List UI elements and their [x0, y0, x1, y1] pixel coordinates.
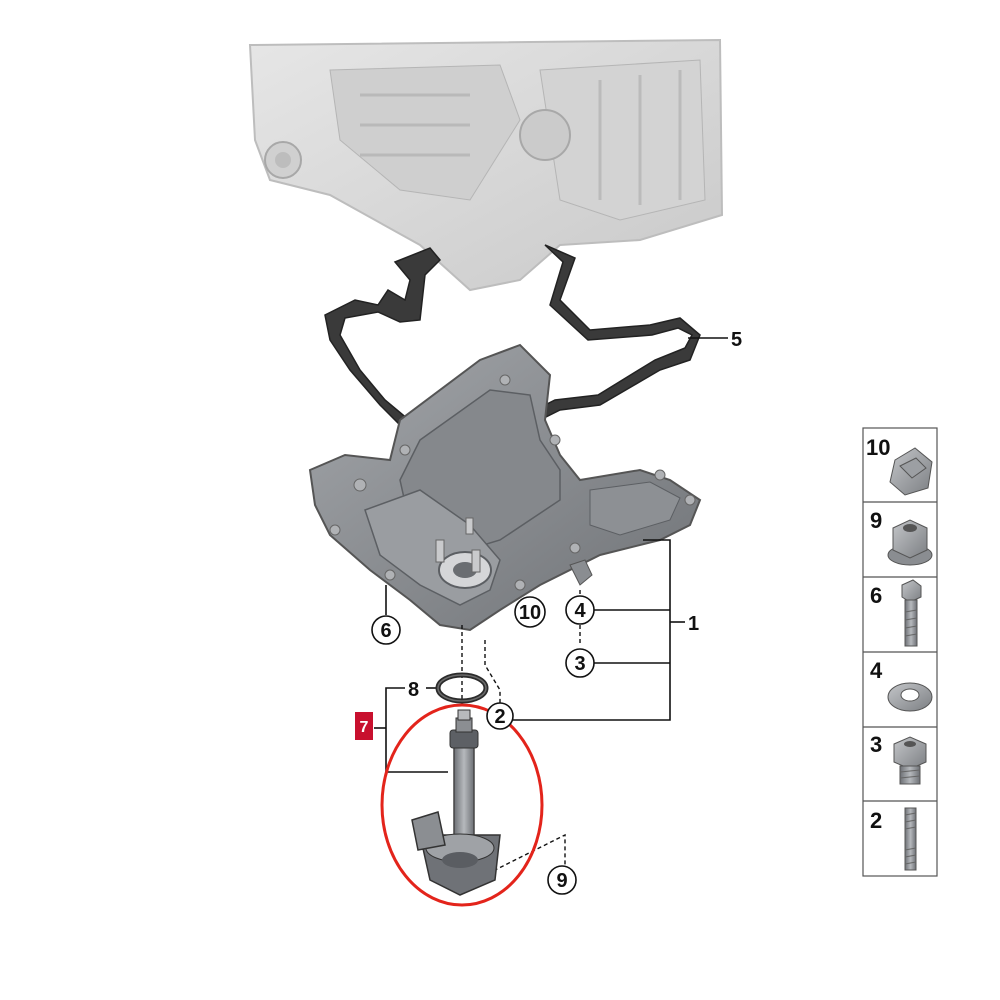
callout-2[interactable]: 2	[486, 702, 514, 730]
callout-3-label: 3	[574, 653, 585, 675]
legend-item-6[interactable]: 6	[870, 579, 922, 647]
callout-7-label: 7	[360, 719, 369, 736]
washer-icon	[887, 682, 933, 712]
callout-6[interactable]: 6	[371, 615, 401, 645]
callout-9-label: 9	[556, 870, 567, 892]
callout-6-label: 6	[380, 620, 391, 642]
oil-level-sensor	[411, 709, 501, 896]
stud-bolt-icon	[904, 807, 917, 871]
callout-8-label[interactable]: 8	[408, 679, 419, 701]
legend-item-4[interactable]: 4	[870, 658, 933, 712]
clip-nut-icon	[889, 447, 933, 496]
legend-item-3-label: 3	[870, 732, 882, 757]
legend-item-6-label: 6	[870, 583, 882, 608]
o-ring	[435, 672, 489, 704]
oil-pan-gasket	[324, 244, 701, 461]
engine-block	[248, 38, 724, 292]
callout-1-label[interactable]: 1	[688, 613, 699, 635]
callout-10[interactable]: 10	[514, 596, 546, 628]
legend-item-3[interactable]: 3	[870, 732, 927, 785]
callout-4-label: 4	[574, 600, 586, 622]
legend-item-4-label: 4	[870, 658, 883, 683]
callout-5-label[interactable]: 5	[731, 329, 742, 351]
legend-item-10-label: 10	[866, 435, 890, 460]
legend-item-10[interactable]: 10	[866, 435, 933, 496]
bolt-icon	[901, 579, 922, 647]
highlight-circle	[380, 703, 544, 907]
legend-item-9[interactable]: 9	[870, 508, 933, 566]
callout-2-label: 2	[494, 706, 505, 728]
callout-10-label: 10	[519, 602, 541, 624]
callout-4[interactable]: 4	[565, 595, 595, 625]
callout-3[interactable]: 3	[565, 648, 595, 678]
legend-item-9-label: 9	[870, 508, 882, 533]
callout-9[interactable]: 9	[547, 865, 577, 895]
hex-nut-icon	[887, 519, 933, 566]
drain-plug-icon	[893, 736, 927, 785]
callout-7-badge[interactable]: 7	[355, 712, 373, 740]
leader-lines	[374, 337, 728, 773]
legend-item-2-label: 2	[870, 808, 882, 833]
oil-pan	[308, 343, 702, 632]
parts-legend: 10 9 6	[862, 427, 938, 877]
legend-item-2[interactable]: 2	[870, 807, 917, 871]
